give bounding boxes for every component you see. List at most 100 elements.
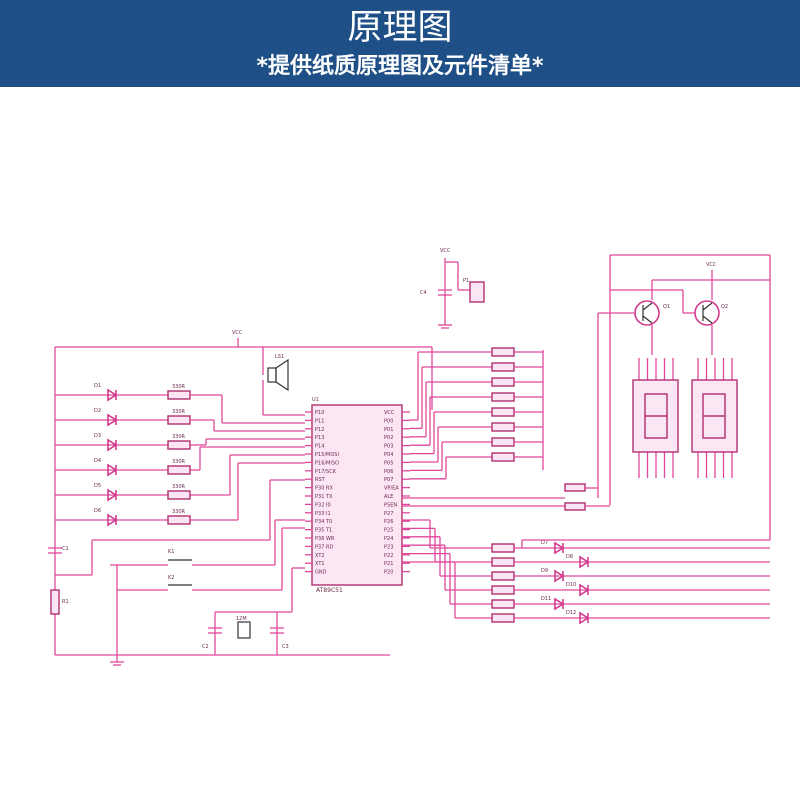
port-resistor xyxy=(491,437,515,447)
mcu-right-pin-label: P00 xyxy=(384,418,393,424)
cap-label-c4: C4 xyxy=(420,290,427,296)
seven-seg-digit-2 xyxy=(691,358,738,478)
mcu-right-pin-label: P22 xyxy=(384,553,393,559)
left-power-rail: VCC xyxy=(54,330,433,666)
mcu-right-pin-label: VP/EA xyxy=(384,486,399,492)
led-resistor xyxy=(491,599,515,609)
port-resistor xyxy=(491,377,515,387)
mcu-left-pin-label: P30 RX xyxy=(315,486,333,492)
mcu-left-pin-label: P17/SCK xyxy=(315,469,337,475)
svg-text:D6: D6 xyxy=(94,508,101,514)
svg-text:D1: D1 xyxy=(94,383,101,389)
crystal-label: 12M xyxy=(236,616,247,622)
connector-label: P1 xyxy=(463,278,469,284)
port-resistor xyxy=(491,407,515,417)
mcu-right-pin-label: P23 xyxy=(384,544,393,550)
transistor-q2 xyxy=(694,300,720,326)
reset-resistor-label: R1 xyxy=(62,599,69,605)
led-resistor xyxy=(491,543,515,553)
cap-label-c1: C1 xyxy=(62,546,69,552)
mcu-right-pin-label: P26 xyxy=(384,519,393,525)
status-led-label: D11 xyxy=(541,596,551,602)
vcc-label-left: VCC xyxy=(232,330,243,336)
microcontroller-chip: AT89C51 U1 P10P11P12P13P14P15/MOSIP16/MI… xyxy=(305,397,410,594)
crystal-oscillator: C2 C3 12M xyxy=(202,567,305,655)
led-resistor xyxy=(491,557,515,567)
port-resistor xyxy=(491,362,515,372)
reset-circuit: C1 R1 xyxy=(48,479,305,615)
mcu-left-pin-label: P12 xyxy=(315,427,324,433)
svg-text:330R: 330R xyxy=(172,384,186,390)
status-led-label: D8 xyxy=(566,554,573,560)
status-led xyxy=(579,555,590,569)
power-header-box xyxy=(469,281,485,303)
transistor-q2-label: Q2 xyxy=(721,304,728,310)
svg-text:D2: D2 xyxy=(94,408,101,414)
mcu-ref: U1 xyxy=(312,397,319,403)
mcu-right-pin-label: PSEN xyxy=(384,502,397,508)
key-k1-label: K1 xyxy=(168,549,174,555)
mcu-left-pin-label: P31 TX xyxy=(315,494,333,500)
port-resistor xyxy=(491,422,515,432)
led-resistor xyxy=(491,571,515,581)
display-section: VCC Q1 Q2 xyxy=(402,254,771,540)
svg-text:330R: 330R xyxy=(172,409,186,415)
mcu-left-pin-label: P33 I1 xyxy=(315,511,331,517)
mcu-right-pin-label: ALE xyxy=(384,494,393,500)
svg-text:330R: 330R xyxy=(172,509,186,515)
port-resistor xyxy=(491,452,515,462)
led-row-5: D5 330R xyxy=(55,454,305,502)
svg-text:D4: D4 xyxy=(94,458,101,464)
power-connector-block: VCC P1 C4 xyxy=(420,248,485,329)
status-led xyxy=(579,611,590,625)
status-led xyxy=(554,569,565,583)
status-led-label: D9 xyxy=(541,568,548,574)
mcu-pin-labels: P10P11P12P13P14P15/MOSIP16/MISOP17/SCKRS… xyxy=(305,410,410,576)
mcu-right-pin-label: P25 xyxy=(384,528,393,534)
mcu-left-pin-label: P15/MOSI xyxy=(315,452,339,458)
svg-text:330R: 330R xyxy=(172,434,186,440)
mcu-left-pin-label: P36 WR xyxy=(315,536,335,542)
cap-label-c2: C2 xyxy=(202,644,209,650)
key-k2-label: K2 xyxy=(168,575,174,581)
mcu-right-pin-label: P07 xyxy=(384,477,393,483)
mcu-left-pin-label: P16/MISO xyxy=(315,460,339,466)
status-led xyxy=(554,541,565,555)
buzzer: LS1 xyxy=(262,347,305,416)
mcu-left-pin-label: P32 I0 xyxy=(315,502,331,508)
mcu-right-pin-label: P02 xyxy=(384,435,393,441)
led-row-6: D6 330R xyxy=(55,462,305,527)
led-resistor xyxy=(491,585,515,595)
mcu-right-pin-label: P20 xyxy=(384,570,393,576)
buzzer-label: LS1 xyxy=(275,354,284,360)
mcu-left-pin-label: GND xyxy=(315,570,327,576)
mcu-right-pin-label: P05 xyxy=(384,460,393,466)
push-keys: K1 K2 xyxy=(110,519,305,655)
status-led-label: D10 xyxy=(566,582,576,588)
mcu-right-pin-label: P21 xyxy=(384,561,393,567)
mcu-left-pin-label: P13 xyxy=(315,435,324,441)
transistor-q1 xyxy=(634,300,660,326)
svg-text:330R: 330R xyxy=(172,484,186,490)
mcu-right-pin-label: P24 xyxy=(384,536,393,542)
vcc-label-top: VCC xyxy=(440,248,451,254)
transistor-q1-label: Q1 xyxy=(663,304,670,310)
mcu-left-pin-label: P34 T0 xyxy=(315,519,332,525)
port-resistor xyxy=(491,347,515,357)
mcu-left-pin-label: P35 T1 xyxy=(315,528,332,534)
circuit-schematic: VCC P1 C4 VCC LS1 D1 330R xyxy=(48,248,771,666)
header-banner: 原理图 *提供纸质原理图及元件清单* xyxy=(0,0,800,87)
mcu-left-pin-label: XT1 xyxy=(315,561,325,567)
led-resistor xyxy=(491,613,515,623)
mcu-name: AT89C51 xyxy=(316,587,343,594)
led-row-2: D2 330R xyxy=(55,408,305,432)
port-resistor-bank xyxy=(410,347,544,480)
status-led xyxy=(554,597,565,611)
mcu-left-pin-label: P10 xyxy=(315,410,324,416)
svg-text:D3: D3 xyxy=(94,433,101,439)
cap-label-c3: C3 xyxy=(282,644,289,650)
mcu-left-pin-label: P14 xyxy=(315,444,324,450)
status-led-label: D7 xyxy=(541,540,548,546)
led-row-1: D1 330R xyxy=(55,383,305,424)
